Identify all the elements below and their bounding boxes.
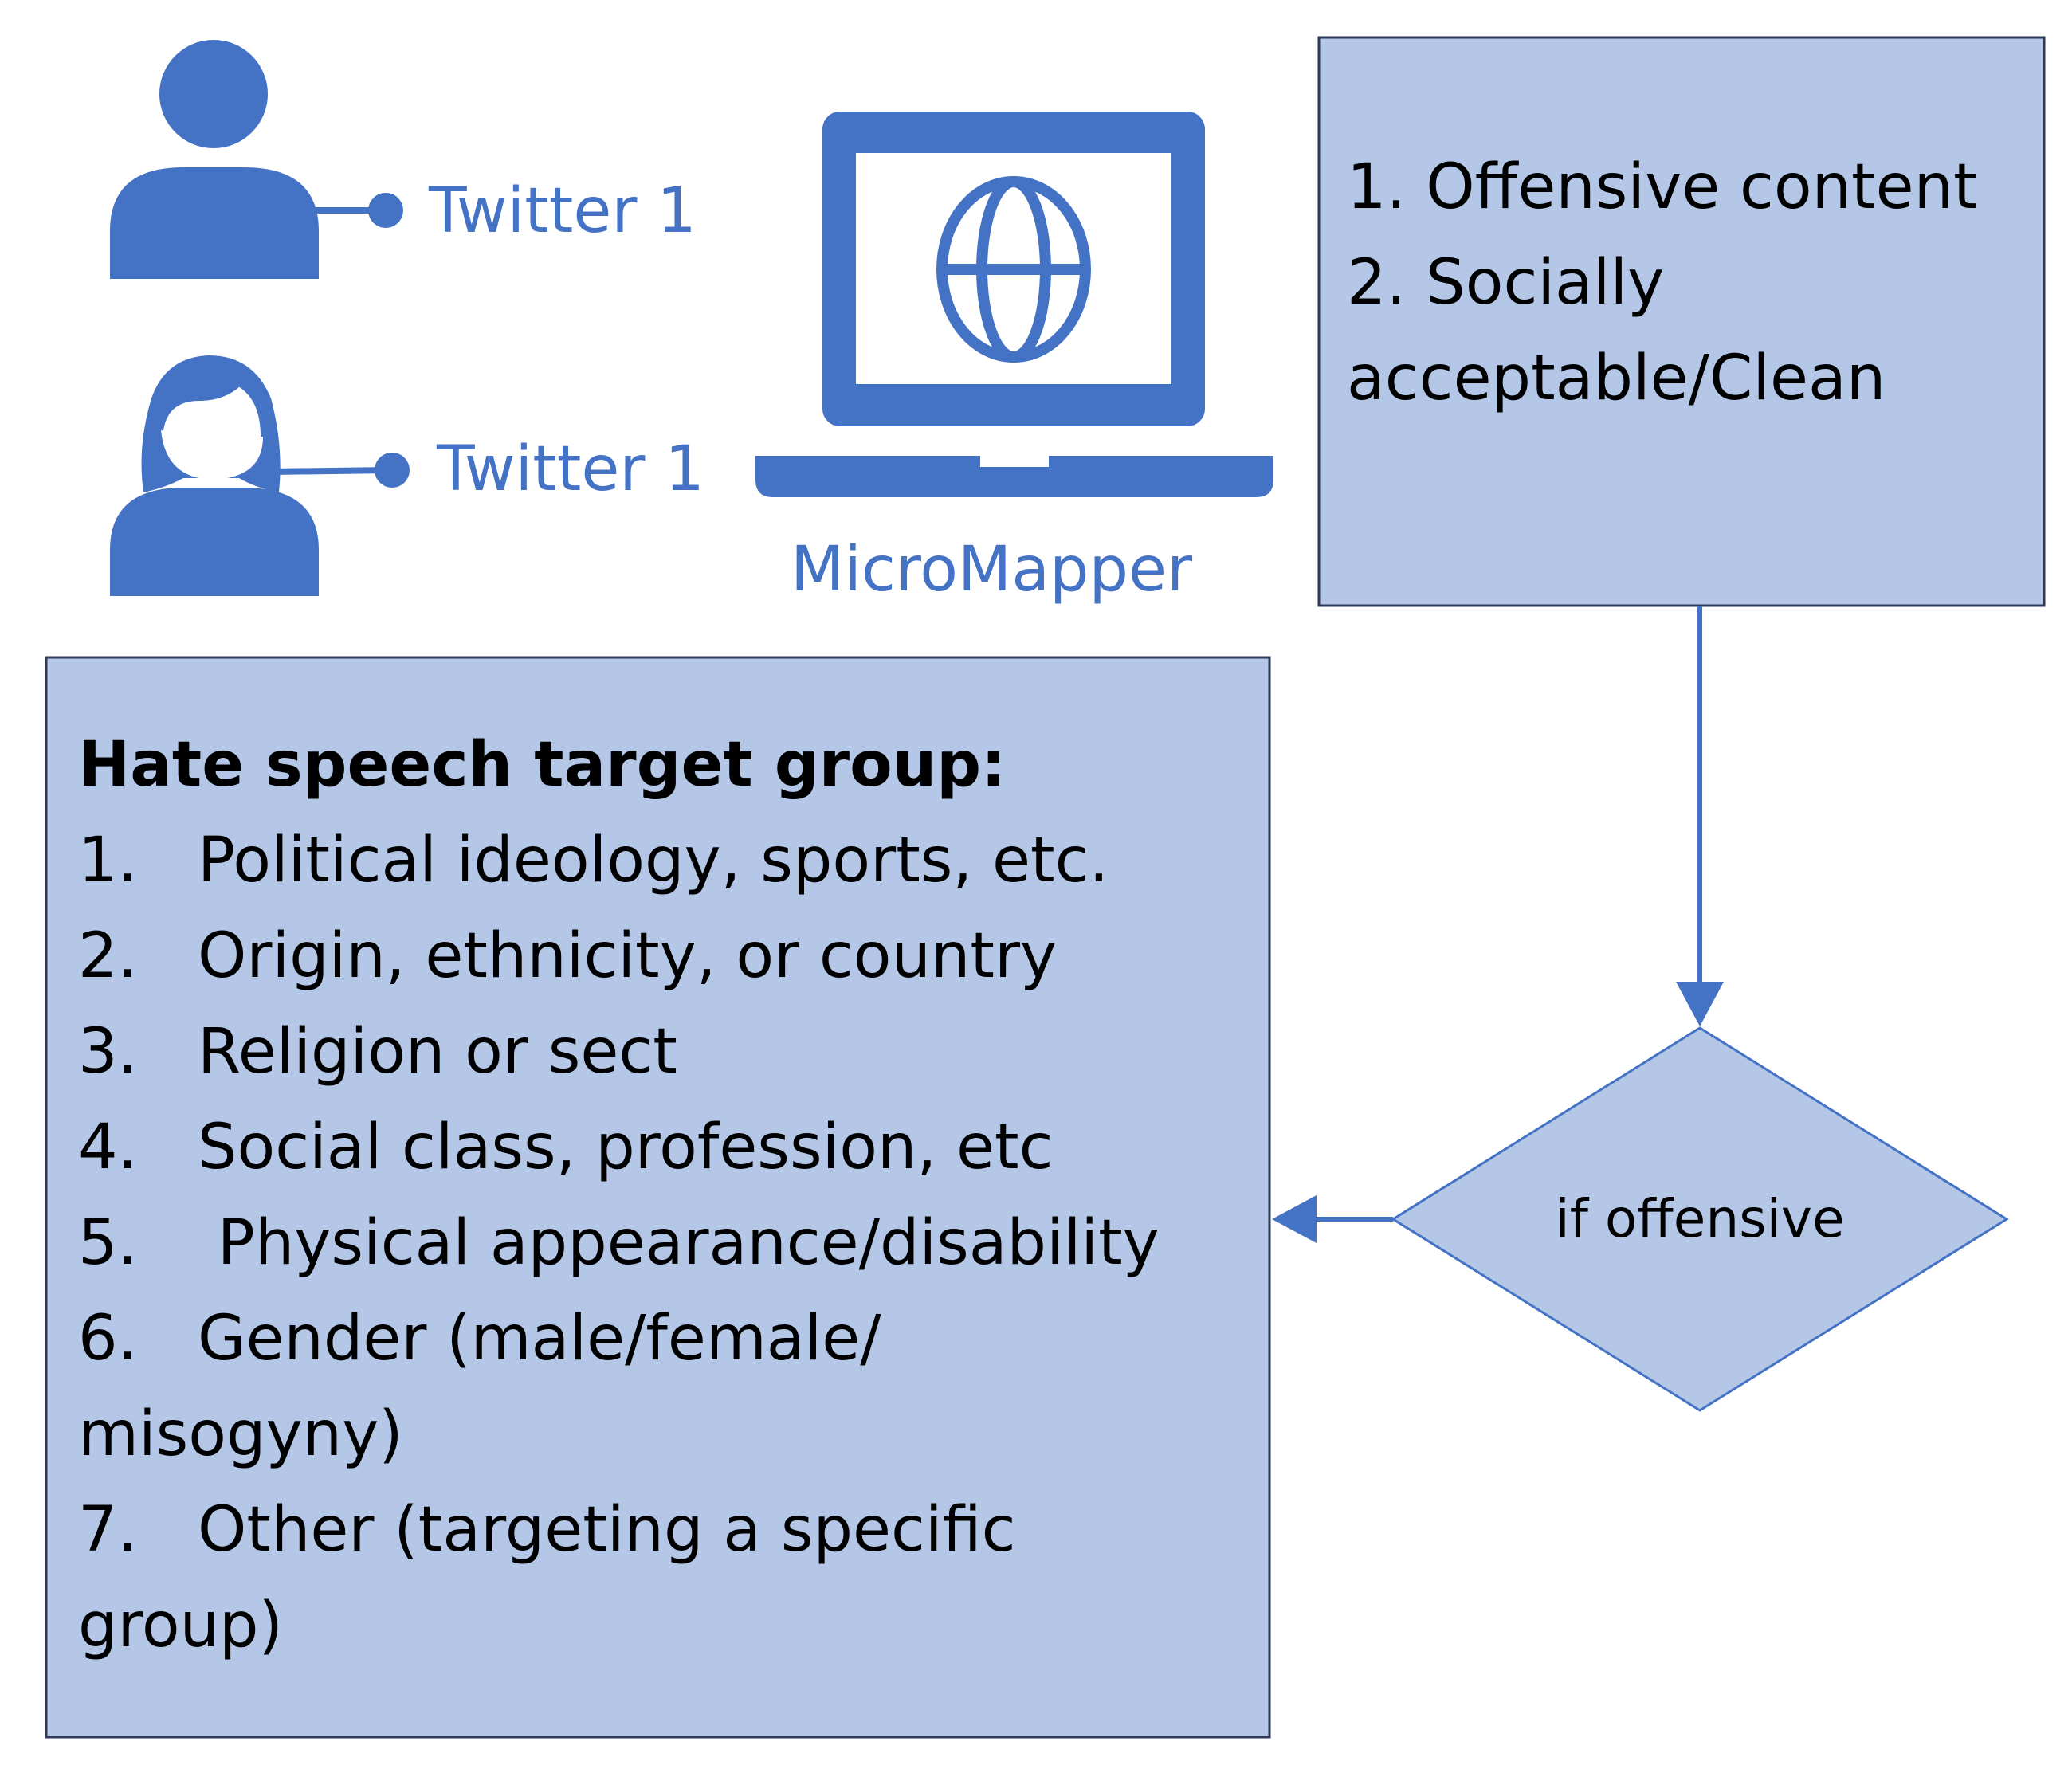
target-group-item: 2. Origin, ethnicity, or country [78,908,1160,1004]
target-group-list: Hate speech target group: 1. Political id… [78,717,1160,1673]
target-group-item-continuation: misogyny) [78,1398,403,1470]
classification-box [1317,36,2046,607]
target-group-item: 4. Social class, profession, etc [78,1100,1160,1195]
target-group-item-number: 2. [78,920,138,992]
annotator-label-1: Twitter 1 [429,175,697,247]
target-group-item: 6. Gender (male/female/ misogyny) [78,1291,1160,1482]
decision-label: if offensive [1555,1188,1845,1249]
laptop-globe-icon [755,112,1273,497]
target-group-item-text: Social class, profession, etc [198,1112,1054,1183]
target-group-item-number: 3. [78,1016,138,1088]
annotator-label-2: Twitter 1 [437,433,704,505]
target-group-item: 3. Religion or sect [78,1004,1160,1100]
target-group-item-text: Religion or sect [198,1016,677,1088]
target-group-item-text: Other (targeting a specific [198,1494,1016,1566]
male-user-icon [110,40,319,279]
annotator-connector-2 [270,453,410,488]
target-group-item: 1. Political ideology, sports, etc. [78,813,1160,908]
annotator-connector-1 [315,193,403,228]
target-group-item: 7. Other (targeting a specific group) [78,1482,1160,1673]
female-user-icon [110,355,319,596]
target-group-title: Hate speech target group: [78,729,1007,801]
classification-option-2-cont: acceptable/Clean [1347,343,1886,414]
target-group-item: 5. Physical appearance/disability [78,1195,1160,1291]
target-group-item-text: Physical appearance/disability [198,1207,1160,1279]
classification-options: 1. Offensive content 2. Socially accepta… [1347,139,1978,426]
target-group-item-text: Political ideology, sports, etc. [198,825,1109,896]
target-group-item-text: Gender (male/female/ [198,1303,881,1375]
classification-option-2: 2. Socially [1347,247,1665,319]
target-group-item-number: 6. [78,1303,138,1375]
target-group-item-number: 7. [78,1494,138,1566]
arrow-to-target-group [1272,1195,1393,1243]
target-group-item-number: 5. [78,1207,138,1279]
arrow-to-decision [1676,606,1724,1026]
target-group-item-number: 1. [78,825,138,896]
target-group-item-text: Origin, ethnicity, or country [198,920,1058,992]
target-group-box [45,656,1271,1739]
target-group-item-number: 4. [78,1112,138,1183]
platform-label: MicroMapper [791,534,1193,606]
target-group-item-continuation: group) [78,1590,283,1661]
classification-option-1: 1. Offensive content [1347,151,1978,223]
decision-diamond [1391,1026,2009,1412]
